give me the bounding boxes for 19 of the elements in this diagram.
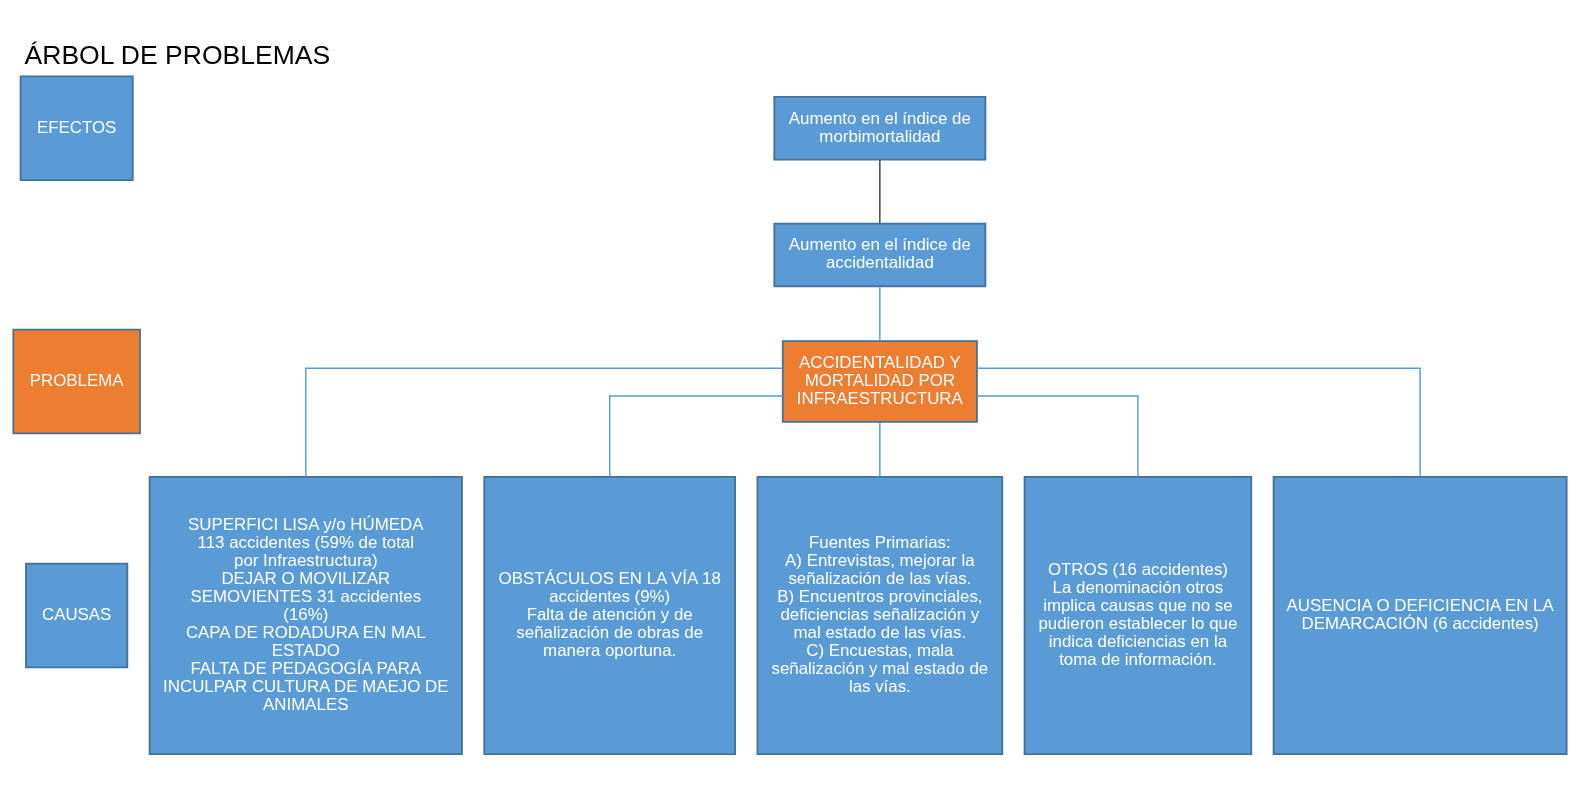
connector	[976, 367, 1421, 477]
diagram-title: ÁRBOL DE PROBLEMAS	[24, 39, 331, 70]
node-box: EFECTOS	[19, 75, 134, 181]
node-box: PROBLEMA	[12, 328, 141, 434]
node-box: SUPERFICI LISA y/o HÚMEDA 113 accidentes (59% de total por Infraestructura) DEJAR O MOVILIZAR SEMOVIENTES 31 accidentes (16%) CAPA DE RODADURA EN MAL ESTADO FALTA DE PEDAGOGÍA PARA INCULPAR CULTURA DE MAEJO DE ANIMALES	[148, 475, 463, 755]
node-box: ACCIDENTALIDAD Y MORTALIDAD POR INFRAESTRUCTURA	[781, 339, 978, 423]
node-box: Fuentes Primarias: A) Entrevistas, mejorar la señalización de las vías. B) Encuentros provinciales, deficiencias señalización y mal estado de las vías. C) Encuestas, mala señalización y mal estado de las vías.	[756, 475, 1004, 755]
node-box: OTROS (16 accidentes) La denominación otros implica causas que no se pudieron establecer lo que indica deficiencias en la toma de información.	[1023, 475, 1253, 755]
node-box: AUSENCIA O DEFICIENCIA EN LA DEMARCACIÓN (6 accidentes)	[1272, 475, 1568, 755]
node-box: OBSTÁCULOS EN LA VÍA 18 accidentes (9%) Falta de atención y de señalización de obras de manera oportuna.	[483, 475, 737, 755]
connector	[305, 367, 784, 477]
connector	[609, 394, 784, 477]
node-box: Aumento en el índice de accidentalidad	[773, 222, 987, 287]
node-box: Aumento en el índice de morbimortalidad	[773, 95, 987, 161]
connector	[879, 285, 881, 341]
connector	[976, 394, 1139, 477]
connector	[879, 158, 881, 224]
node-box: CAUSAS	[25, 562, 129, 668]
connector	[879, 421, 881, 477]
